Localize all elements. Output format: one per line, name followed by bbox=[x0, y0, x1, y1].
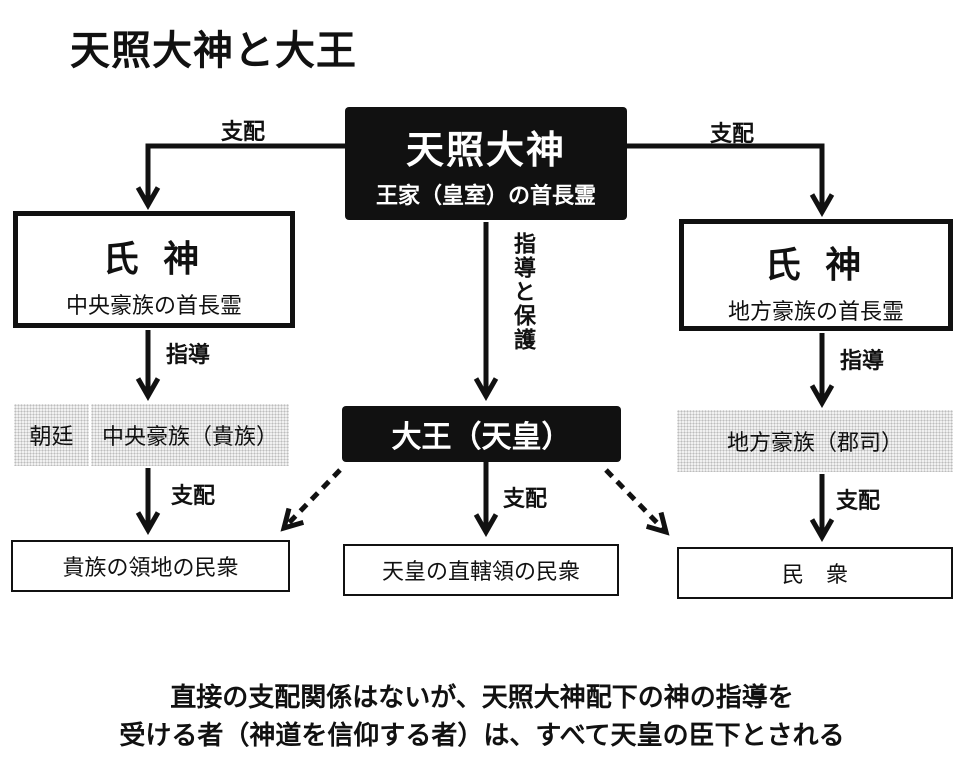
top-node: 天照大神 王家（皇室）の首長霊 bbox=[345, 107, 627, 220]
label-right-rule: 支配 bbox=[836, 489, 881, 514]
page-title: 天照大神と大王 bbox=[70, 28, 357, 74]
label-center-rule: 支配 bbox=[503, 487, 548, 512]
label-top-left: 支配 bbox=[221, 120, 266, 145]
king-node: 大王（天皇） bbox=[342, 406, 621, 462]
dashed-arrow-right bbox=[604, 468, 670, 536]
label-top-right: 支配 bbox=[710, 122, 755, 147]
note-line-2: 受ける者（神道を信仰する者）は、すべて天皇の臣下とされる bbox=[119, 721, 845, 751]
right-mid-text: 地方豪族（郡司） bbox=[726, 431, 903, 456]
bottom-left-text: 貴族の領地の民衆 bbox=[62, 556, 239, 581]
bottom-center-box: 天皇の直轄領の民衆 bbox=[343, 544, 619, 596]
left-ujigami-subtitle: 中央豪族の首長霊 bbox=[65, 294, 242, 319]
left-mid-tag-box: 朝廷 bbox=[14, 404, 89, 466]
label-left-guide: 指導 bbox=[166, 343, 211, 368]
left-mid-box: 中央豪族（貴族） bbox=[91, 404, 289, 466]
left-ujigami-title: 氏 神 bbox=[102, 239, 206, 280]
bottom-left-box: 貴族の領地の民衆 bbox=[11, 540, 290, 592]
bottom-right-box: 民 衆 bbox=[677, 547, 953, 599]
bottom-right-text: 民 衆 bbox=[781, 563, 848, 588]
arrow-top-to-right bbox=[627, 143, 835, 218]
left-ujigami-node: 氏 神 中央豪族の首長霊 bbox=[13, 211, 295, 328]
label-right-guide: 指導 bbox=[840, 349, 885, 374]
right-ujigami-node: 氏 神 地方豪族の首長霊 bbox=[679, 219, 953, 331]
label-center-guide: 指導と保護 bbox=[510, 232, 535, 352]
top-node-subtitle: 王家（皇室）の首長霊 bbox=[375, 184, 596, 209]
left-mid-tag: 朝廷 bbox=[29, 425, 74, 450]
left-mid-text: 中央豪族（貴族） bbox=[101, 425, 278, 450]
top-node-title: 天照大神 bbox=[405, 128, 566, 172]
note-line-1: 直接の支配関係はないが、天照大神配下の神の指導を bbox=[170, 683, 794, 713]
right-ujigami-subtitle: 地方豪族の首長霊 bbox=[727, 300, 904, 325]
right-ujigami-title: 氏 神 bbox=[764, 245, 868, 286]
label-left-rule: 支配 bbox=[171, 484, 216, 509]
dashed-arrow-left bbox=[280, 468, 342, 532]
arrow-top-to-left bbox=[135, 143, 345, 211]
bottom-center-text: 天皇の直轄領の民衆 bbox=[381, 560, 580, 585]
right-mid-box: 地方豪族（郡司） bbox=[677, 410, 953, 472]
king-node-title: 大王（天皇） bbox=[391, 420, 572, 455]
